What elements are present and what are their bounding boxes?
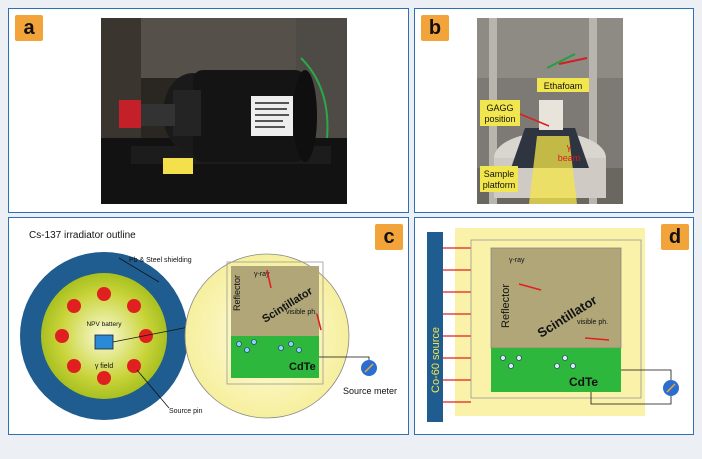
- cdte-block-d: [491, 348, 621, 392]
- battery-label: NPV battery: [86, 321, 122, 328]
- sample-label-2: platform: [483, 180, 516, 190]
- gagg-label-1: GAGG: [486, 103, 513, 113]
- scintillator-block-d: [490, 247, 622, 349]
- panel-a: a: [8, 8, 409, 213]
- panel-b-tag: b: [421, 15, 449, 41]
- gamma-arrows-d: [443, 247, 471, 403]
- irradiator-photo: [101, 18, 347, 204]
- source-pins: [55, 287, 153, 385]
- co60-source-bar: [427, 232, 443, 422]
- gamma-ray-label-d: γ-ray: [509, 257, 525, 264]
- shielding-label: Pb & Steel shielding: [129, 257, 192, 264]
- panel-c: c Cs-137 irradiator outline NPV battery …: [8, 217, 409, 435]
- panel-d: d Co-60 source Reflector Scintillator γ-…: [414, 217, 694, 435]
- platform-annotations: Ethafoam GAGG position γ beam Sample pla…: [480, 78, 589, 192]
- panel-d-tag: d: [661, 224, 689, 250]
- source-meter-label: Source meter: [343, 386, 397, 396]
- co60-diagram: Co-60 source Reflector Scintillator γ-ra…: [427, 228, 679, 422]
- gamma-beam-label-2: beam: [558, 153, 581, 163]
- gamma-ray-label: γ-ray: [254, 271, 270, 278]
- visible-label: visible ph.: [286, 309, 317, 316]
- platform-photo: [477, 18, 623, 204]
- gagg-label-2: position: [484, 114, 515, 124]
- npv-battery: [94, 334, 114, 350]
- gamma-beam-label-1: γ: [567, 142, 572, 152]
- visible-label-d: visible ph.: [577, 319, 608, 326]
- reflector-label-d: Reflector: [500, 284, 512, 328]
- panel-c-tag: c: [375, 224, 403, 250]
- field-label: γ field: [95, 363, 113, 370]
- source-pin-label: Source pin: [169, 408, 203, 415]
- scintillator-block: [231, 266, 319, 336]
- cdte-label: CdTe: [289, 361, 316, 373]
- panel-b: b Ethafoam GAGG position γ beam Sample p…: [414, 8, 694, 213]
- cdte-label-d: CdTe: [569, 375, 598, 389]
- sample-label-1: Sample: [484, 169, 515, 179]
- cdte-block: [231, 336, 319, 378]
- carriers-d: [500, 355, 576, 369]
- cs137-diagram: Cs-137 irradiator outline NPV battery γ …: [20, 230, 397, 420]
- irradiator-title: Cs-137 irradiator outline: [29, 230, 136, 241]
- carriers-c: [236, 339, 302, 353]
- co60-source-label: Co-60 source: [430, 327, 442, 393]
- ethafoam-label: Ethafoam: [544, 81, 583, 91]
- reflector-label: Reflector: [232, 275, 242, 311]
- panel-a-tag: a: [15, 15, 43, 41]
